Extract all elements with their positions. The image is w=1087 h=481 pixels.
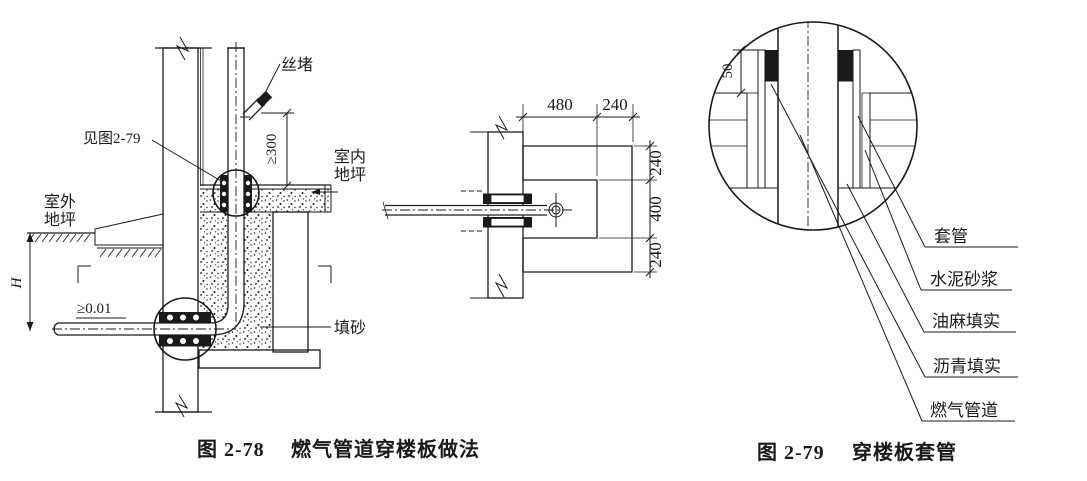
plan-sleeve: [483, 193, 532, 228]
ground-hatch-ticks-left: [27, 233, 91, 243]
oakum-label: 油麻填实: [932, 312, 1000, 331]
outdoor-ground: 室外 地坪: [27, 193, 164, 258]
sand-fill-label: 填砂: [334, 319, 366, 337]
cement-mortar-leader: [864, 149, 922, 291]
plan-wall-break-bottom: [494, 273, 509, 298]
gas-pipe-run: [53, 47, 245, 336]
pipe-centerline: [52, 42, 237, 330]
riser-height-dimension: ≥300: [261, 108, 294, 191]
floor-slab-right: [869, 92, 917, 189]
sleeve-label: 套管: [934, 227, 968, 246]
see-detail-leader: [151, 139, 222, 182]
dim-480: 480: [547, 95, 573, 114]
indoor-floor-line2: 地坪: [334, 166, 366, 184]
plug-cap: [255, 90, 273, 108]
indoor-floor-arrow: [311, 189, 320, 195]
burial-depth-dimension: H: [9, 233, 34, 331]
oakum-leader: [846, 183, 925, 333]
dim-240-right-top: 240: [646, 150, 665, 176]
gas-pipe-leader: [799, 134, 923, 422]
wall-break-mark-bottom: [174, 394, 189, 418]
detail-labels: 套管 水泥砂浆 油麻填实 沥青填实 燃气管道: [921, 227, 1018, 422]
section-mark-right: [318, 265, 332, 283]
dim-240-right-bottom: 240: [646, 242, 665, 268]
concrete-apron: [94, 213, 164, 246]
riser-symbol: [548, 193, 564, 227]
fig-278-caption-num: 图 2-78: [197, 438, 265, 461]
detail-callout-circle-wall: [153, 297, 217, 361]
dim-400-right: 400: [646, 196, 665, 222]
fig-279-caption-title: 穿楼板套管: [852, 440, 957, 464]
detail-boundary-circle: [708, 21, 918, 231]
ground-hatch-ticks-right: [99, 248, 162, 258]
cement-mortar-right: [861, 92, 871, 189]
indoor-floor-label: 室内 地坪: [311, 148, 366, 195]
sleeve-right: [852, 49, 861, 189]
figure-2-78-plan-view: 480 240 240 400 240: [382, 95, 665, 299]
wall-break-mark-top: [175, 36, 190, 61]
sleeve-left: [757, 49, 766, 189]
detail-circle-contents: [709, 22, 917, 230]
detail-leader-lines: [770, 83, 926, 422]
cement-mortar-label: 水泥砂浆: [930, 270, 998, 289]
asphalt-packing-left: [765, 50, 778, 81]
see-detail-label: 见图2-79: [83, 130, 141, 147]
detail-callout-circle-floor: [212, 169, 260, 217]
plug-label: 丝堵: [281, 56, 313, 74]
oakum-packing-right: [837, 80, 854, 189]
plan-right-dimensions: 240 400 240: [599, 140, 665, 278]
exterior-wall: [162, 47, 199, 413]
sleeve-protrusion-dim-text: 50: [720, 64, 736, 79]
dim-240-top: 240: [602, 95, 628, 114]
slope-label: ≥0.01: [77, 301, 111, 317]
riser-height-dim-text: ≥300: [264, 134, 280, 165]
plug-branch: [240, 90, 273, 121]
plan-top-dimensions: 480 240: [516, 95, 640, 176]
plan-wall-break-top: [494, 115, 509, 140]
outdoor-ground-line1: 室外: [44, 193, 76, 211]
fig-279-caption-num: 图 2-79: [757, 441, 825, 464]
asphalt-label: 沥青填实: [933, 357, 1001, 376]
outdoor-ground-line2: 地坪: [44, 211, 76, 229]
sleeve-leader: [857, 115, 926, 248]
burial-depth-dim-text: H: [9, 276, 25, 289]
wall-sleeve-detail: [153, 297, 217, 361]
slope-annotation: ≥0.01: [76, 301, 126, 319]
figure-2-79-detail: 50 套管 水泥砂浆 油麻填实 沥青填实 燃气管道 图 2-79 穿楼板套管: [708, 21, 1018, 464]
asphalt-leader: [770, 83, 926, 378]
gas-pipe-label: 燃气管道: [930, 401, 998, 420]
plug-leader-line: [264, 63, 281, 94]
cement-mortar-left: [746, 92, 759, 189]
inner-wall: [272, 211, 309, 353]
floor-slab-left: [709, 92, 748, 189]
floor-sleeve-detail: [212, 169, 260, 217]
fig-278-caption-title: 燃气管道穿楼板做法: [291, 437, 480, 461]
indoor-floor-slab: [200, 184, 332, 213]
sleeve-protrusion-dimension: 50: [720, 45, 760, 98]
asphalt-packing-right: [838, 50, 853, 81]
oakum-packing-left: [764, 80, 779, 189]
base-slab: [198, 349, 321, 369]
indoor-floor-line1: 室内: [334, 148, 366, 166]
figure-2-78-section: 丝堵 ≥300 见图2-79 室内 地坪 室外 地: [9, 36, 480, 461]
section-mark-left: [77, 265, 91, 283]
